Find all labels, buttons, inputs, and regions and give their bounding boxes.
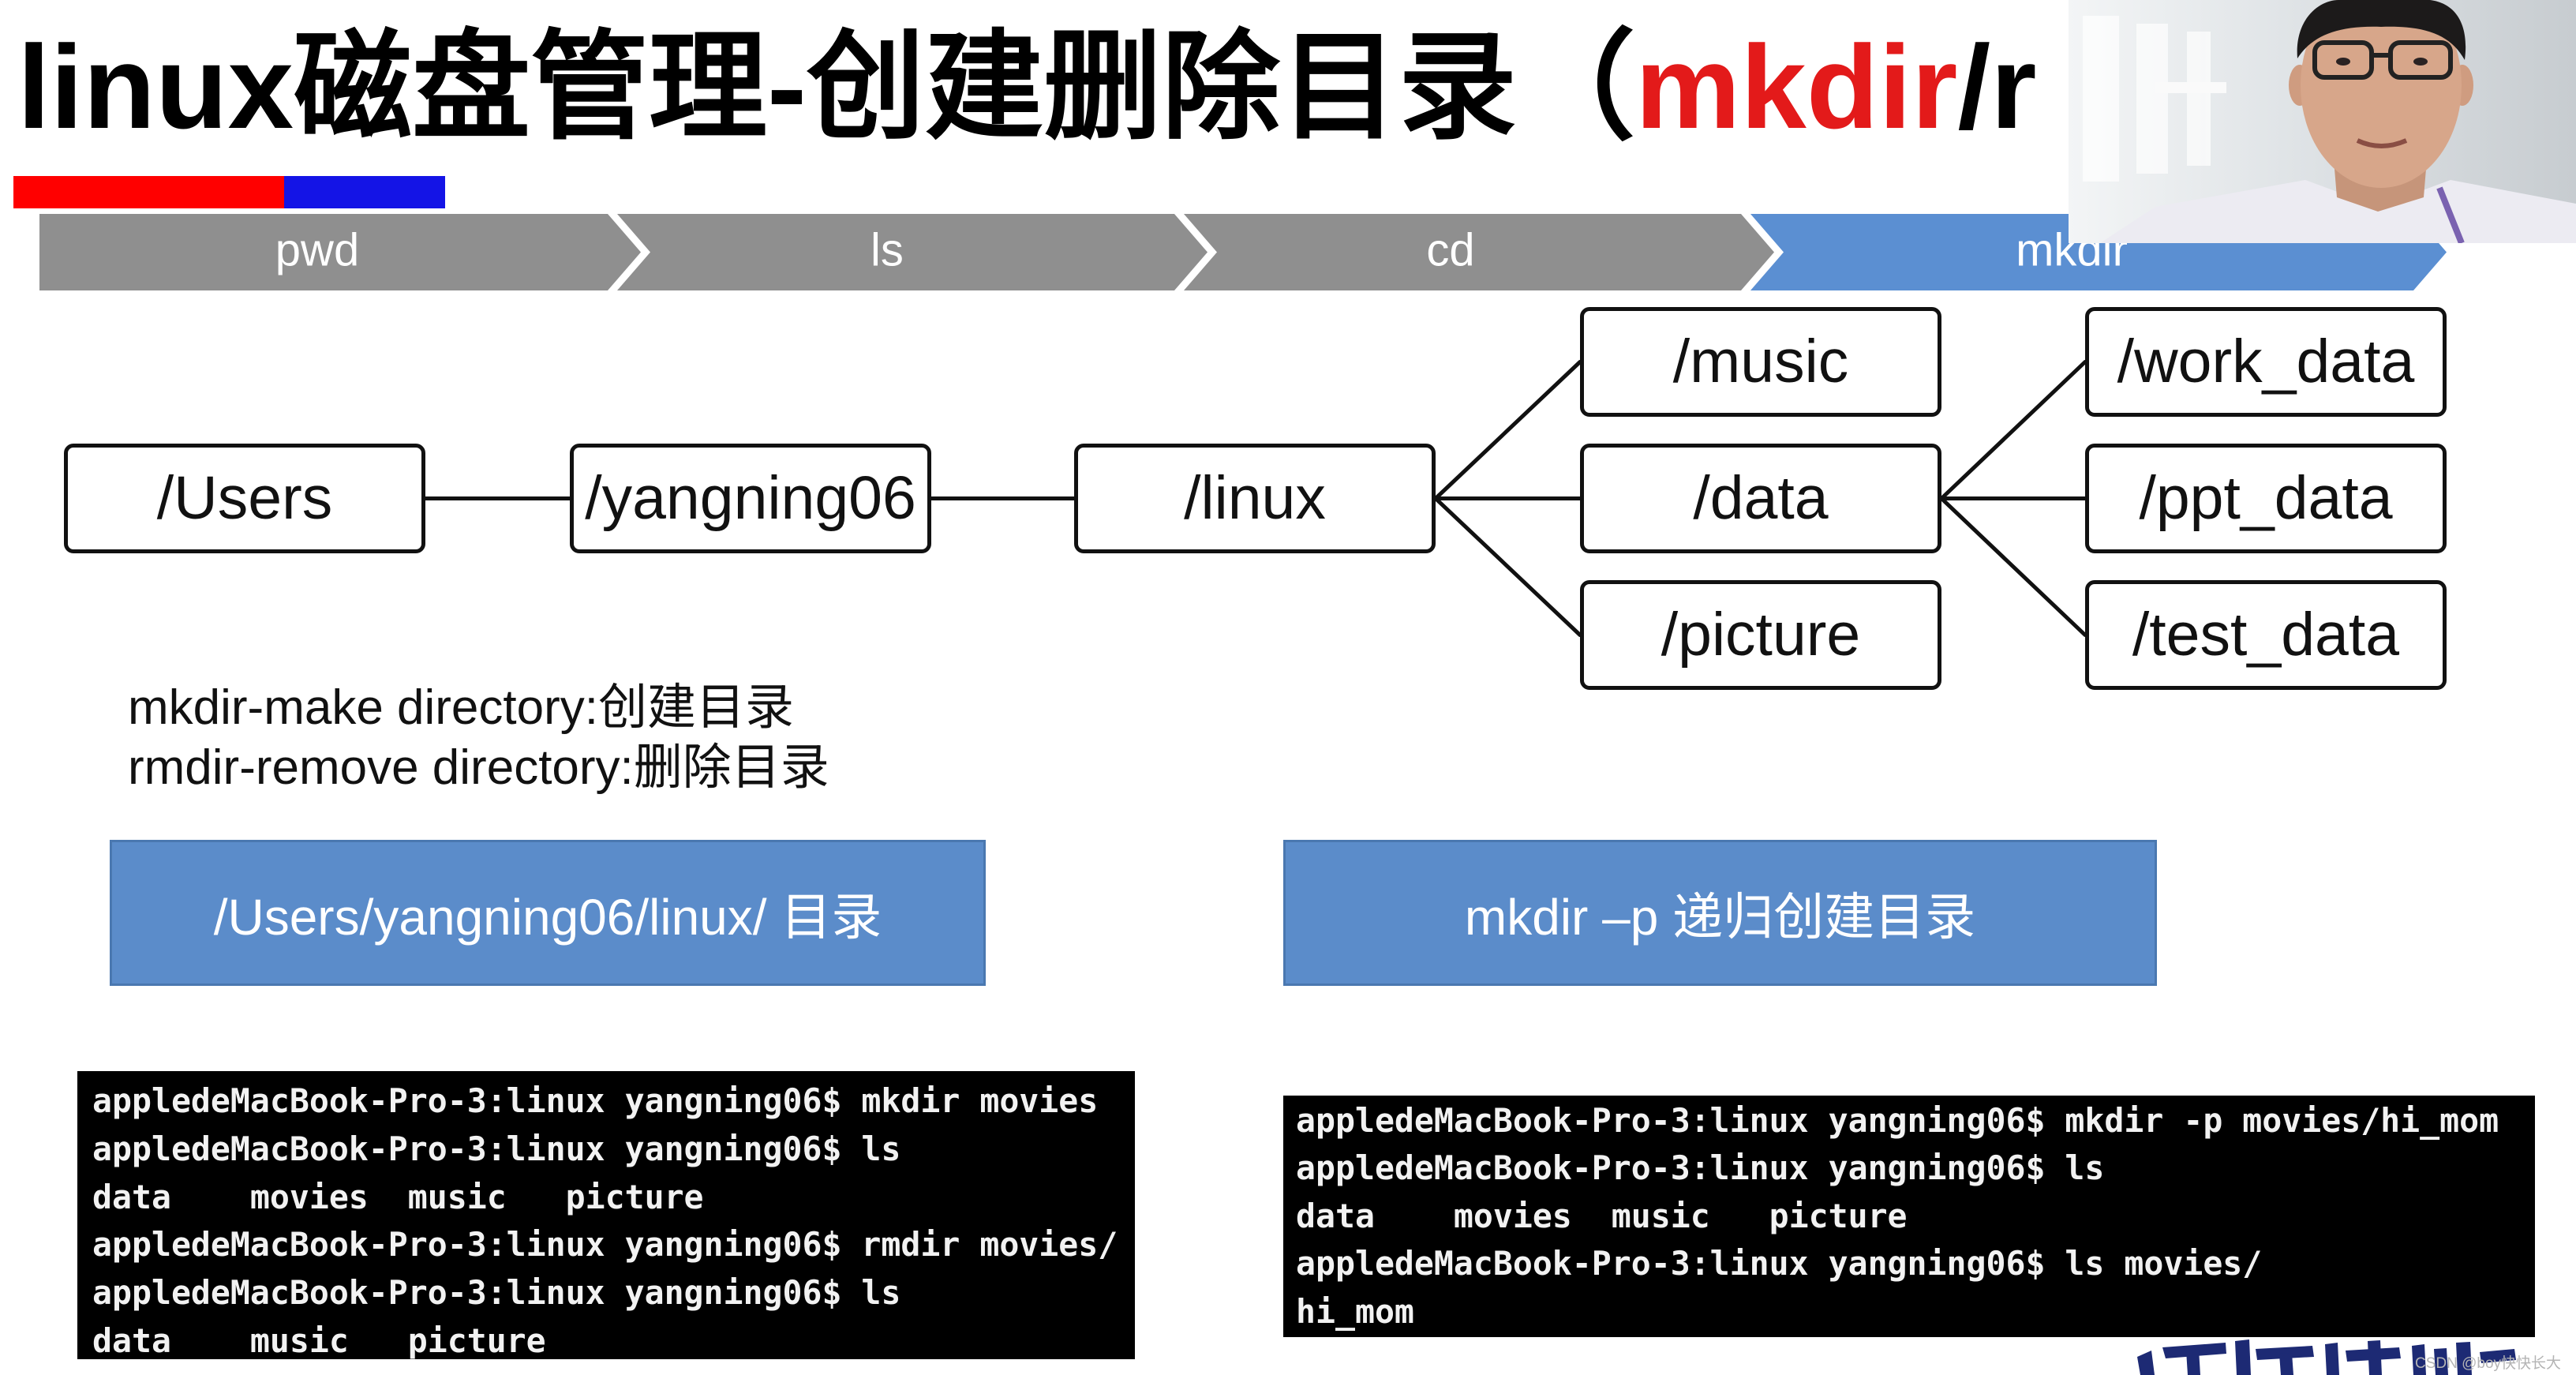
step-cd-chevron — [1184, 214, 1774, 290]
terminal-mkdir-p-demo: appledeMacBook-Pro-3:linux yangning06$ m… — [1283, 1096, 2535, 1337]
step-pwd-label: pwd — [275, 224, 359, 275]
definition-rmdir: rmdir-remove directory:删除目录 — [128, 740, 829, 795]
window-panes — [2083, 16, 2211, 182]
tree-node-picture: /picture — [1580, 580, 1941, 690]
edge-data-test-data — [1939, 496, 2087, 637]
terminal-line: hi_mom — [1296, 1291, 1414, 1331]
callout-path: /Users/yangning06/linux/ 目录 — [110, 840, 986, 986]
tree-node-work-data: /work_data — [2085, 307, 2447, 417]
title-highlight-command: mkdir — [1634, 24, 1958, 150]
terminal-line: data music picture — [92, 1321, 546, 1359]
presenter-eye-left — [2336, 58, 2350, 66]
presenter-hair — [2297, 0, 2466, 60]
definition-mkdir: mkdir-make directory:创建目录 — [128, 680, 794, 735]
terminal-line: data movies music picture — [92, 1177, 704, 1216]
callout-recursive-label: mkdir –p 递归创建目录 — [1464, 888, 1976, 946]
command-definitions: mkdir-make directory:创建目录 rmdir-remove d… — [128, 678, 829, 798]
callout-path-label: /Users/yangning06/linux/ 目录 — [213, 888, 882, 946]
tree-connectors — [423, 360, 2087, 637]
callout-recursive: mkdir –p 递归创建目录 — [1283, 840, 2157, 986]
edge-data-work-data — [1939, 360, 2087, 500]
watermark: CSDN @boy快快长大 — [2415, 1355, 2562, 1372]
lanyard — [2436, 186, 2465, 243]
tree-node-users: /Users — [64, 444, 425, 553]
title-underline-blue — [284, 176, 445, 208]
tree-node-test-data: /test_data — [2085, 580, 2447, 690]
terminal-line: appledeMacBook-Pro-3:linux yangning06$ l… — [1296, 1244, 2263, 1283]
terminal-line: appledeMacBook-Pro-3:linux yangning06$ m… — [92, 1081, 1099, 1120]
title-text: linux磁盘管理-创建删除目录（ — [17, 24, 1635, 150]
tree-node-data: /data — [1580, 444, 1941, 553]
edge-linux-picture — [1433, 496, 1582, 637]
tree-node-ppt-data: /ppt_data — [2085, 444, 2447, 553]
title-suffix: /r — [1957, 24, 2037, 150]
process-bar: pwd ls cd mkdir — [39, 214, 2447, 290]
terminal-line: appledeMacBook-Pro-3:linux yangning06$ m… — [1296, 1101, 2499, 1140]
presenter-mouth — [2356, 138, 2408, 148]
terminal-line: appledeMacBook-Pro-3:linux yangning06$ l… — [92, 1129, 901, 1168]
step-cd-label: cd — [1426, 224, 1474, 275]
slide-title: linux磁盘管理-创建删除目录（mkdir/r — [17, 24, 2069, 150]
ceiling-light — [2155, 82, 2226, 93]
logo-fragment-shapes — [2137, 1339, 2516, 1375]
presenter-eye-right — [2413, 58, 2428, 66]
terminal-line: appledeMacBook-Pro-3:linux yangning06$ l… — [92, 1273, 901, 1313]
glasses-icon — [2312, 40, 2453, 80]
webcam-overlay — [2069, 0, 2576, 243]
tree-node-linux: /linux — [1074, 444, 1436, 553]
step-pwd-chevron — [39, 214, 641, 290]
step-ls-label: ls — [871, 224, 904, 275]
terminal-line: appledeMacBook-Pro-3:linux yangning06$ l… — [1296, 1148, 2105, 1188]
title-underline-red — [13, 176, 284, 208]
edge-linux-music — [1433, 360, 1582, 500]
terminal-line: appledeMacBook-Pro-3:linux yangning06$ r… — [92, 1225, 1118, 1264]
presenter-face — [2301, 0, 2462, 188]
terminal-rmdir-demo: appledeMacBook-Pro-3:linux yangning06$ m… — [77, 1071, 1135, 1359]
step-ls-chevron — [617, 214, 1208, 290]
logo-fragment — [2137, 1339, 2516, 1375]
terminal-line: data movies music picture — [1296, 1196, 1908, 1235]
tree-node-music: /music — [1580, 307, 1941, 417]
tree-node-yangning06: /yangning06 — [570, 444, 931, 553]
